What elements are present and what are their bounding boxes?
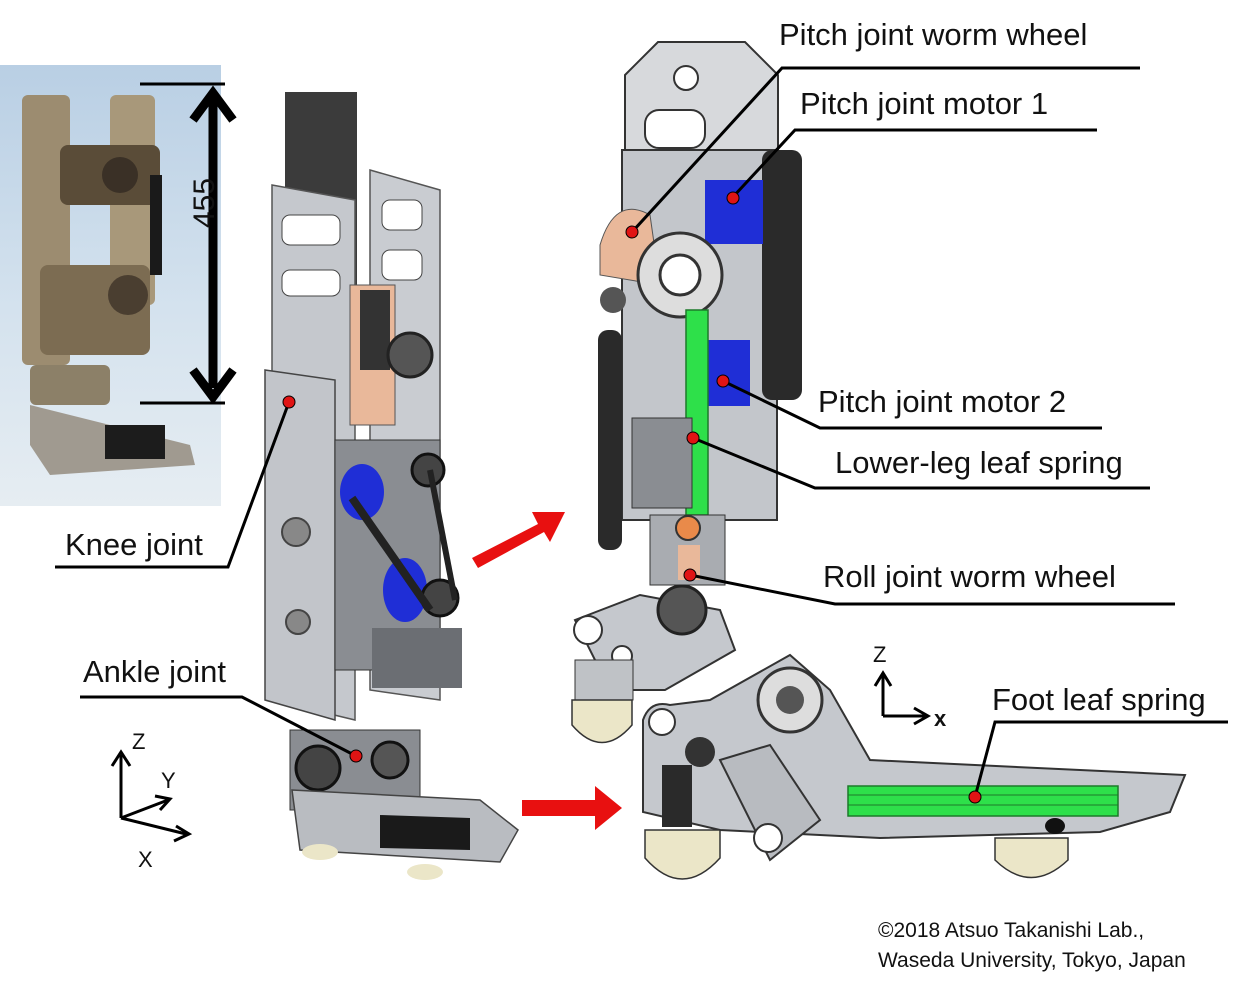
copyright-notice: ©2018 Atsuo Takanishi Lab., Waseda Unive… [878,916,1186,976]
marker-pitch-motor2 [716,374,730,388]
axis-left-x: X [138,847,153,872]
label-pitch-motor2: Pitch joint motor 2 [818,384,1067,419]
marker-roll-worm [683,568,697,582]
leader-foot-spring [973,720,1228,798]
axis-left-y: Y [161,768,176,793]
label-foot-spring: Foot leaf spring [992,682,1206,717]
marker-pitch-motor1 [726,191,740,205]
marker-pitch-worm [625,225,639,239]
label-roll-worm: Roll joint worm wheel [823,559,1116,594]
marker-knee [282,395,296,409]
leader-ankle [80,695,357,758]
leader-pitch-worm [630,66,1140,234]
marker-foot-spring [968,790,982,804]
label-ankle: Ankle joint [83,654,227,689]
label-pitch-motor1: Pitch joint motor 1 [800,86,1049,121]
cad-foot-side [642,653,1187,880]
leader-lower-leg-spring [692,436,1150,490]
cad-leg-side [571,41,802,744]
red-arrow-lower [522,786,622,830]
marker-ankle [349,749,363,763]
marker-lower-leg-spring [686,431,700,445]
leader-pitch-motor2 [722,379,1102,430]
copyright-line1: ©2018 Atsuo Takanishi Lab., [878,919,1145,942]
axis-left-z: Z [132,729,146,754]
label-knee: Knee joint [65,527,203,562]
red-arrow-upper [472,512,565,568]
robot-leg-photo [0,65,221,506]
dimension-arrow [140,82,237,405]
photo-leg-body [22,95,195,475]
axes-right [873,670,932,726]
axis-right-z: Z [873,642,887,667]
leader-knee [55,401,291,569]
label-lower-leg-spring: Lower-leg leaf spring [835,445,1123,480]
leader-roll-worm [689,573,1175,606]
axis-right-x: x [934,706,947,731]
dimension-value: 455 [188,177,221,228]
leader-pitch-motor1 [730,128,1097,200]
cad-leg-isometric [264,92,519,880]
copyright-line2: Waseda University, Tokyo, Japan [878,949,1186,972]
axes-left [110,749,193,843]
label-pitch-worm: Pitch joint worm wheel [779,17,1088,52]
